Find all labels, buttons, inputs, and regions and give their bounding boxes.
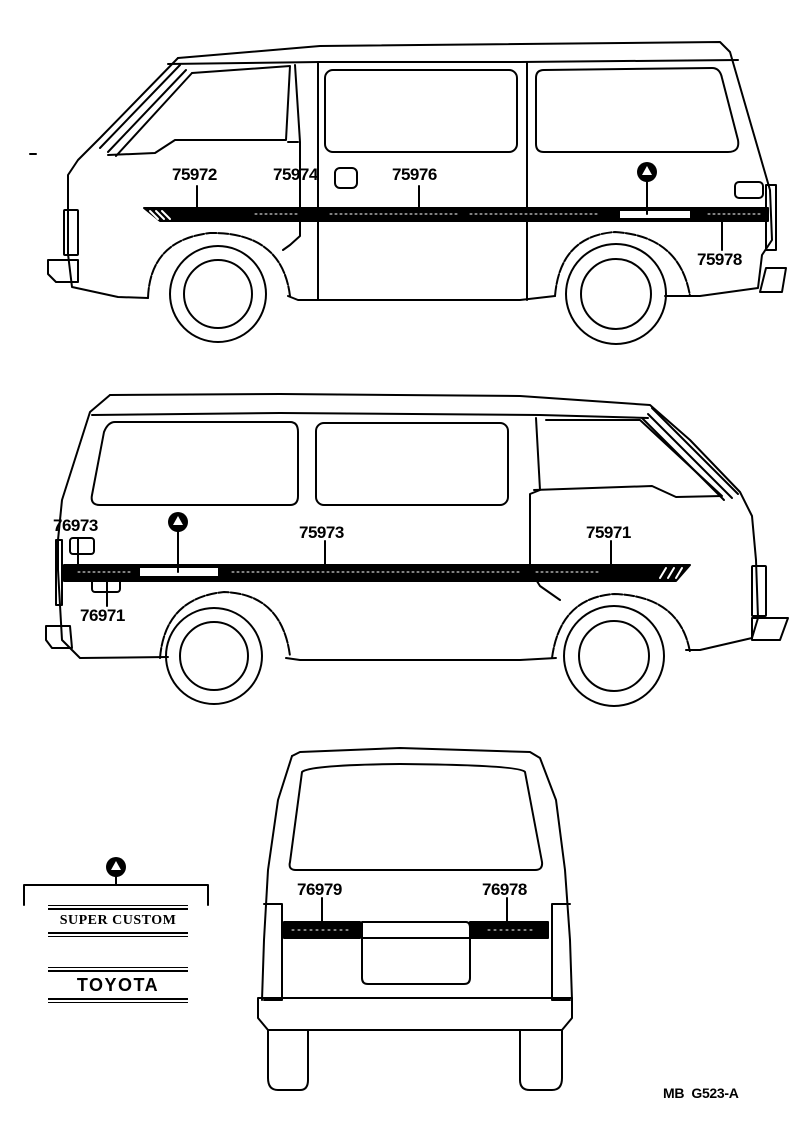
emblem-text: TOYOTA <box>76 975 160 995</box>
part-number-75974: 75974 <box>273 165 318 184</box>
emblem-super-custom: SUPER CUSTOM <box>48 903 188 939</box>
emblem-group-bracket <box>23 874 209 906</box>
part-number-75976: 75976 <box>392 165 437 184</box>
part-number-76979: 76979 <box>297 880 342 899</box>
van-right-side-view <box>29 41 787 345</box>
van-rear-view <box>257 747 573 1091</box>
triangle-marker-icon <box>106 857 126 877</box>
van-left-side-view <box>45 393 789 707</box>
part-number-76978: 76978 <box>482 880 527 899</box>
part-number-75978: 75978 <box>697 250 742 269</box>
emblem-text: SUPER CUSTOM <box>59 913 177 928</box>
part-number-75973: 75973 <box>299 523 344 542</box>
part-number-75972: 75972 <box>172 165 217 184</box>
part-number-76973: 76973 <box>53 516 98 535</box>
part-number-75971: 75971 <box>586 523 631 542</box>
part-number-76971: 76971 <box>80 606 125 625</box>
triangle-marker-icon <box>168 512 188 532</box>
triangle-marker-icon <box>637 162 657 182</box>
diagram-code: MB G523-A <box>663 1085 739 1101</box>
emblem-toyota: TOYOTA <box>48 965 188 1005</box>
